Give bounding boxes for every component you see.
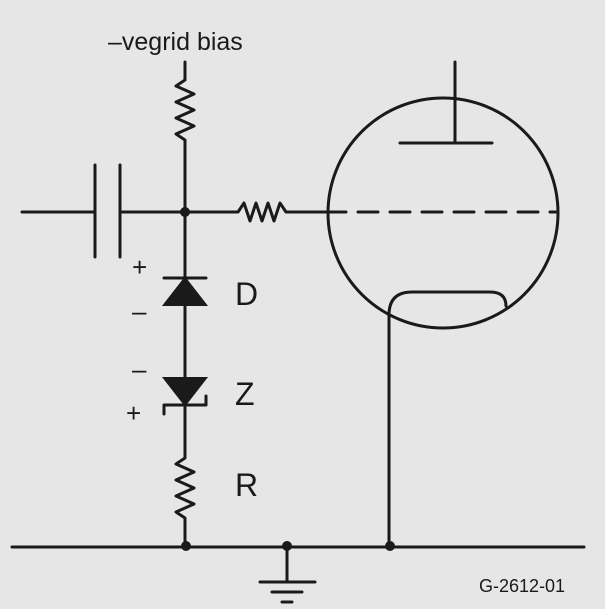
cathode-junction	[385, 541, 395, 551]
bias-resistor	[174, 60, 196, 214]
diode-triangle	[161, 276, 209, 306]
zener-label: Z	[235, 376, 255, 412]
zener-triangle	[161, 377, 209, 407]
grid-stopper-resistor	[183, 201, 328, 223]
zener-plus-sign: +	[126, 398, 141, 428]
cathode	[387, 290, 508, 547]
diode-minus-sign: –	[132, 296, 147, 326]
vacuum-tube	[324, 60, 560, 547]
zener-minus-sign: –	[132, 354, 147, 384]
resistor-ground-junction	[181, 541, 191, 551]
coupling-capacitor	[20, 163, 187, 259]
diode-plus-sign: +	[132, 252, 147, 282]
zener-diode-z	[161, 377, 209, 454]
resistor-label: R	[235, 467, 258, 503]
diode-label: D	[235, 276, 258, 312]
figure-id: G-2612-01	[479, 576, 565, 596]
ground-symbol	[258, 545, 317, 604]
resistor-r	[174, 450, 196, 547]
diode-d	[161, 210, 209, 380]
grid-bias-label: –vegrid bias	[108, 28, 243, 56]
